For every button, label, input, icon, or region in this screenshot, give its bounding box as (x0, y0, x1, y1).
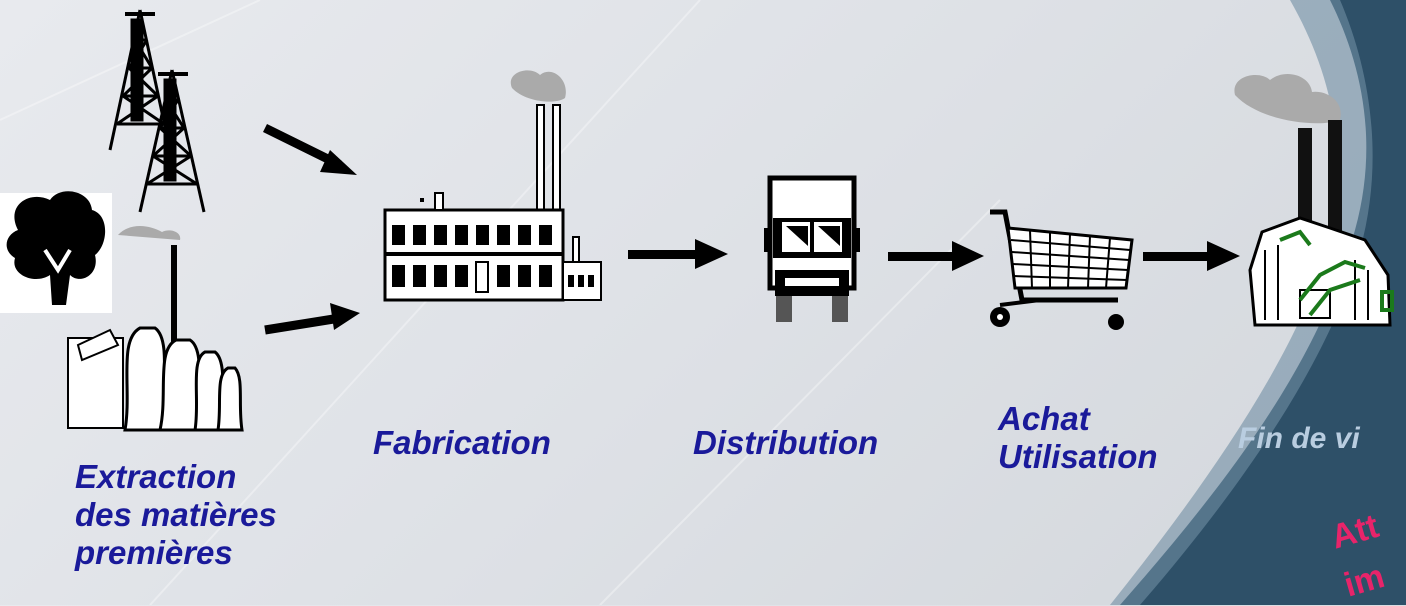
shopping-cart-icon (990, 209, 1134, 330)
arrow-icon (1143, 241, 1240, 271)
stage-label-line: Distribution (693, 424, 879, 461)
power-plant-icon (67, 226, 244, 432)
stage-label-distribution: Distribution (693, 424, 878, 462)
stage-label-fin: Fin de vi (1238, 420, 1360, 458)
truck-icon (764, 175, 860, 322)
dark-swoosh (1120, 0, 1406, 605)
stage-label-line: Extraction (75, 458, 237, 495)
stage-label-line: des matières (75, 496, 277, 533)
arrow-icon (888, 241, 984, 271)
stage-label-line: premières (75, 534, 233, 571)
stage-label-extraction: Extraction des matières premières (75, 458, 277, 572)
stage-label-line: Utilisation (998, 438, 1158, 475)
oil-derrick-icon (108, 9, 206, 213)
incinerator-icon (1234, 73, 1394, 327)
factory-icon (383, 70, 602, 302)
stage-label-line: Fabrication (373, 424, 551, 461)
stage-label-line: Fin de vi (1238, 422, 1360, 455)
stage-label-achat: Achat Utilisation (998, 400, 1158, 476)
arrow-icon (628, 239, 728, 269)
stage-label-line: Achat (998, 400, 1090, 437)
stage-label-fabrication: Fabrication (373, 424, 551, 462)
arrow-icon (263, 123, 360, 335)
tree-icon (0, 191, 112, 313)
